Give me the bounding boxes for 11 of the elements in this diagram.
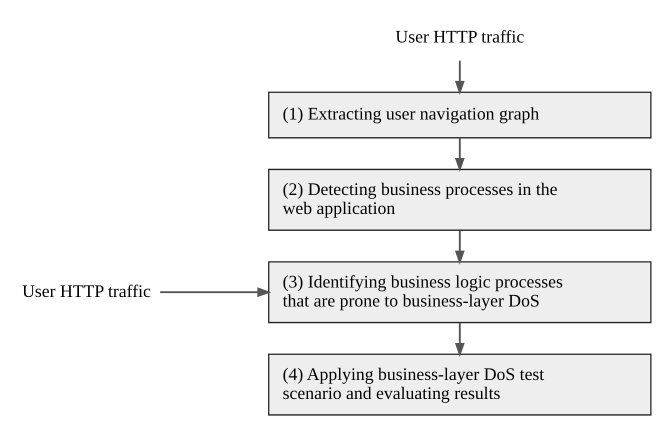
arrow [160,286,272,297]
arrow [454,137,465,172]
node-box: (2) Detecting business processes in the web application [268,168,652,230]
node-box: (1) Extracting user navigation graph [268,91,652,138]
node-text: User HTTP traffic [395,26,524,46]
node-box: (3) Identifying business logic processes that are prone to business-layer DoS [268,260,652,323]
arrow [454,322,465,356]
arrow [454,60,465,94]
arrow [454,230,465,264]
node-box: (4) Applying business-layer DoS test scenario and evaluating results [268,353,652,416]
node-text: User HTTP traffic [22,280,151,300]
